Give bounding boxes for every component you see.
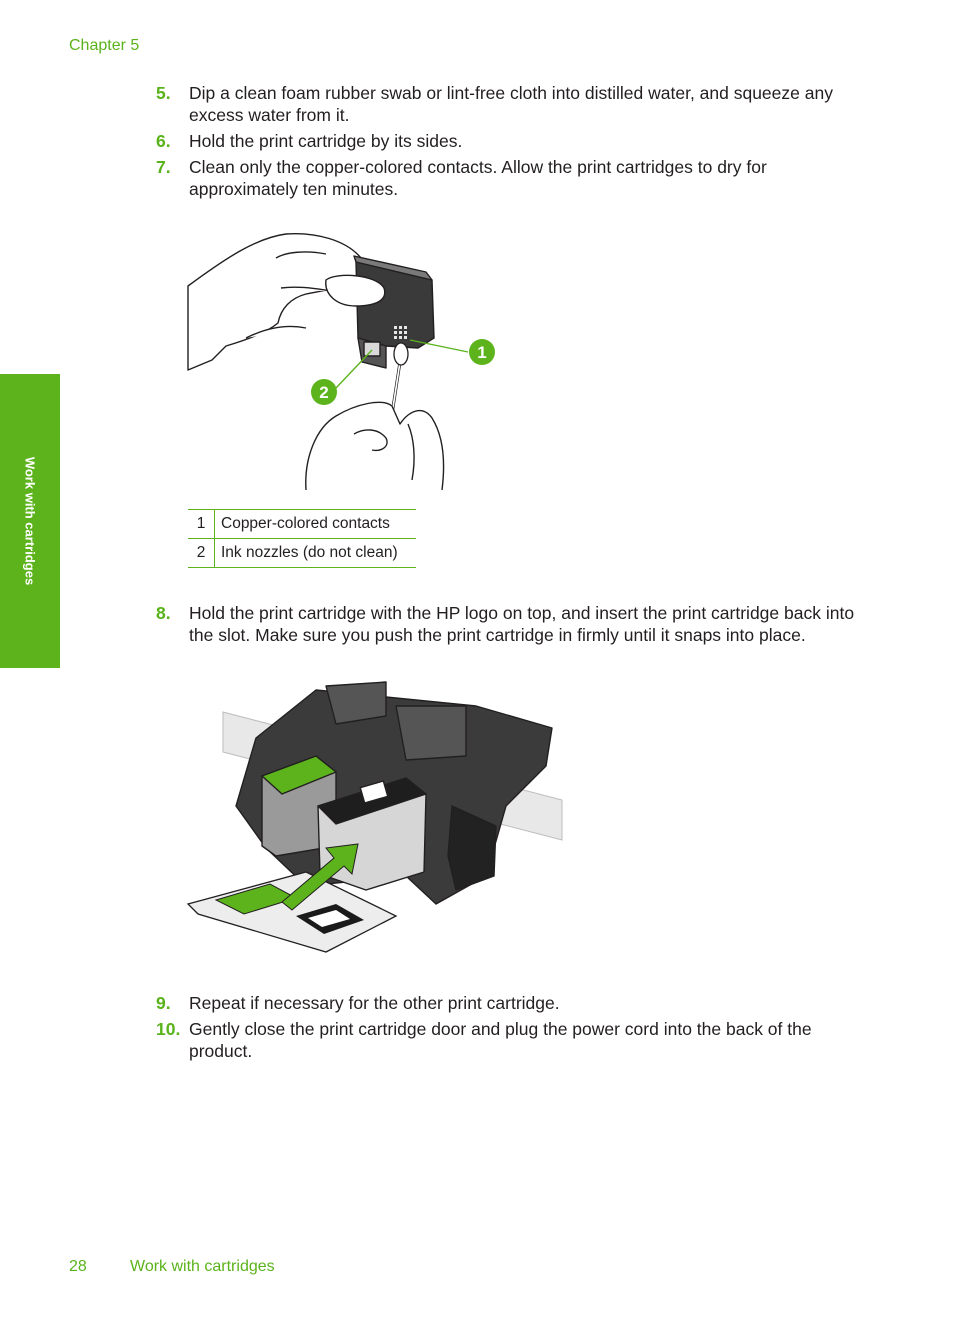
- table-row: 2 Ink nozzles (do not clean): [188, 538, 416, 568]
- page-number: 28: [69, 1258, 87, 1275]
- step-text: Dip a clean foam rubber swab or lint-fre…: [189, 83, 833, 125]
- step-text: Repeat if necessary for the other print …: [189, 993, 560, 1013]
- step-text: Hold the print cartridge with the HP log…: [189, 603, 855, 645]
- cartridge-cleaning-illustration: 1 2: [187, 233, 495, 491]
- step-number: 8.: [156, 603, 171, 623]
- step-item: 9. Repeat if necessary for the other prin…: [156, 992, 876, 1014]
- step-text: Hold the print cartridge by its sides.: [189, 131, 463, 151]
- step-number: 7.: [156, 157, 171, 177]
- callout-legend-table: 1 Copper-colored contacts 2 Ink nozzles …: [188, 509, 416, 568]
- steps-list-top: 5. Dip a clean foam rubber swab or lint-f…: [156, 82, 876, 204]
- callout-1-label: 1: [477, 343, 486, 362]
- callout-2-badge: [311, 379, 337, 405]
- steps-list-bottom: 9. Repeat if necessary for the other prin…: [156, 992, 876, 1066]
- side-tab-label: Work with cartridges: [22, 456, 38, 586]
- table-row: 1 Copper-colored contacts: [188, 509, 416, 539]
- step-number: 10.: [156, 1019, 181, 1039]
- legend-label: Ink nozzles (do not clean): [214, 538, 416, 568]
- legend-number: 2: [188, 538, 215, 568]
- step-number: 5.: [156, 83, 171, 103]
- step-item: 8. Hold the print cartridge with the HP l…: [156, 602, 876, 646]
- callout-2-label: 2: [319, 383, 328, 402]
- step-item: 10. Gently close the print cartridge door…: [156, 1018, 876, 1062]
- step-item: 5. Dip a clean foam rubber swab or lint-f…: [156, 82, 876, 126]
- step-number: 9.: [156, 993, 171, 1013]
- step-text: Clean only the copper-colored contacts. …: [189, 157, 767, 199]
- step-text: Gently close the print cartridge door an…: [189, 1019, 812, 1061]
- legend-number: 1: [188, 509, 215, 539]
- footer-section: Work with cartridges: [130, 1258, 275, 1275]
- steps-list-middle: 8. Hold the print cartridge with the HP l…: [156, 602, 876, 650]
- step-item: 6. Hold the print cartridge by its sides.: [156, 130, 876, 152]
- cartridge-insertion-illustration: [186, 681, 563, 953]
- callout-1-badge: [469, 339, 495, 365]
- chapter-label: Chapter 5: [69, 37, 140, 54]
- legend-label: Copper-colored contacts: [214, 509, 416, 539]
- step-item: 7. Clean only the copper-colored contacts…: [156, 156, 876, 200]
- step-number: 6.: [156, 131, 171, 151]
- side-tab: Work with cartridges: [0, 374, 60, 668]
